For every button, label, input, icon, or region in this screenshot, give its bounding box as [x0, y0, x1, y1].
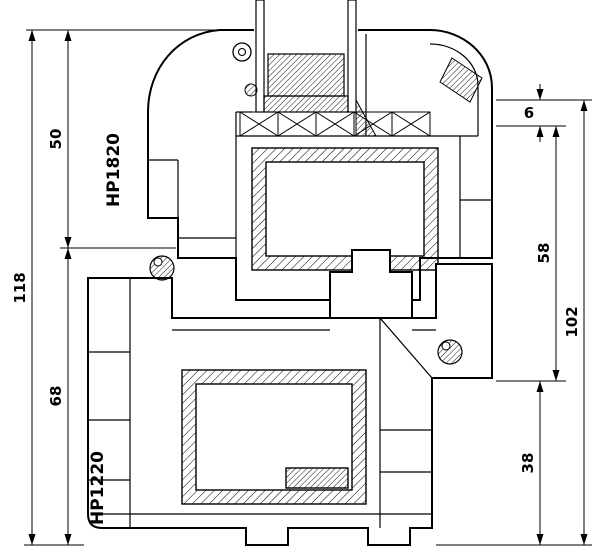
gasket-right — [437, 339, 463, 365]
gasket-right-bulb — [441, 341, 451, 351]
gasket-left-bulb — [153, 257, 163, 267]
frame-interlock — [329, 249, 413, 319]
label-sash-profile: HP1820 — [104, 133, 124, 207]
dimension-lines-left: 50 68 118 — [11, 29, 216, 546]
frame-steel-reinforcement — [181, 369, 367, 505]
profile-labels: HP1820 HP1220 — [88, 133, 124, 525]
glass-pane-outer — [347, 0, 357, 113]
dim-right-gap: 6 — [524, 104, 534, 122]
dim-right-middle: 58 — [535, 243, 553, 264]
gasket-left — [149, 255, 175, 281]
glass-pane-inner — [255, 0, 265, 113]
dim-left-total: 118 — [11, 272, 29, 303]
glazing-bead-gasket — [244, 83, 258, 97]
dimension-lines-right: 6 58 38 102 — [436, 84, 592, 546]
glazing-spacer — [267, 53, 345, 97]
sash-steel-reinforcement — [251, 147, 439, 271]
frame-profile — [87, 249, 493, 546]
sash-profile — [147, 29, 493, 301]
glazing-unit — [232, 0, 431, 137]
label-frame-profile: HP1220 — [88, 451, 108, 525]
frame-internal-webs — [88, 278, 436, 528]
dim-right-total: 102 — [563, 306, 581, 337]
dim-left-upper: 50 — [47, 129, 65, 150]
glazing-bead-clip-pin — [237, 47, 247, 57]
dim-right-bottom: 38 — [519, 453, 537, 474]
weather-gaskets — [149, 255, 463, 365]
glazing-wedge-gasket — [355, 98, 377, 137]
sash-corner-seal — [439, 57, 483, 103]
glazing-edge-seal — [263, 95, 349, 113]
dim-left-lower: 68 — [47, 386, 65, 407]
